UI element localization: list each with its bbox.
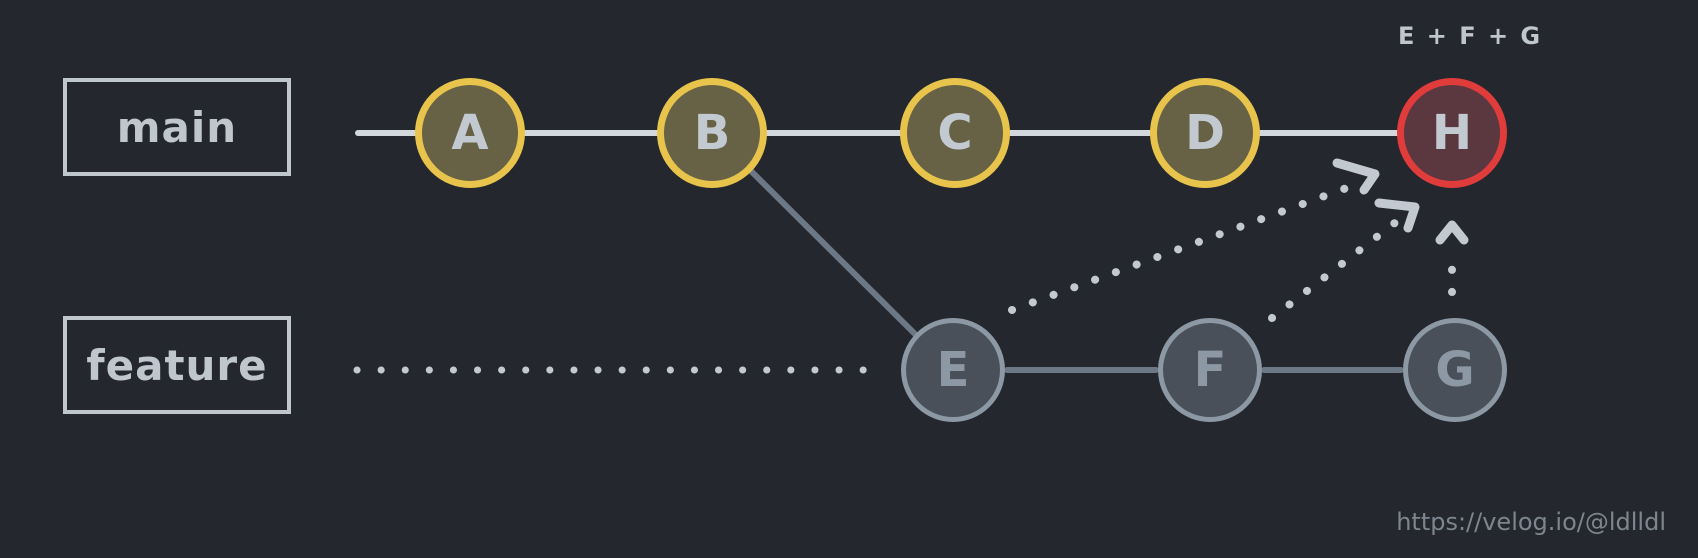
commit-node-h-merge[interactable]: H bbox=[1397, 78, 1507, 188]
commit-node-a-label: A bbox=[451, 105, 489, 161]
commit-node-b[interactable]: B bbox=[657, 78, 767, 188]
commit-node-c-label: C bbox=[937, 105, 973, 161]
commit-node-f-label: F bbox=[1193, 342, 1227, 398]
commit-node-e[interactable]: E bbox=[901, 318, 1005, 422]
merge-arrow-g-to-h bbox=[1435, 220, 1469, 296]
commit-node-g[interactable]: G bbox=[1403, 318, 1507, 422]
branch-label-feature-text: feature bbox=[86, 340, 268, 390]
merge-annotation-label: E + F + G bbox=[1398, 22, 1543, 50]
branch-label-main-text: main bbox=[116, 102, 238, 152]
commit-node-a[interactable]: A bbox=[415, 78, 525, 188]
commit-node-e-label: E bbox=[936, 342, 970, 398]
commit-node-g-label: G bbox=[1435, 342, 1475, 398]
commit-node-d-label: D bbox=[1185, 105, 1225, 161]
watermark-url: https://velog.io/@ldlldl bbox=[1396, 508, 1666, 536]
commit-node-f[interactable]: F bbox=[1158, 318, 1262, 422]
commit-node-h-label: H bbox=[1431, 105, 1473, 161]
branch-label-feature[interactable]: feature bbox=[63, 316, 291, 414]
merge-arrow-f-to-h bbox=[1268, 198, 1420, 322]
commit-node-c[interactable]: C bbox=[900, 78, 1010, 188]
commit-node-b-label: B bbox=[693, 105, 731, 161]
merge-arrow-e-to-h bbox=[1008, 158, 1380, 314]
branch-label-main[interactable]: main bbox=[63, 78, 291, 176]
edge-b-e-branchoff bbox=[747, 167, 921, 340]
commit-node-d[interactable]: D bbox=[1150, 78, 1260, 188]
